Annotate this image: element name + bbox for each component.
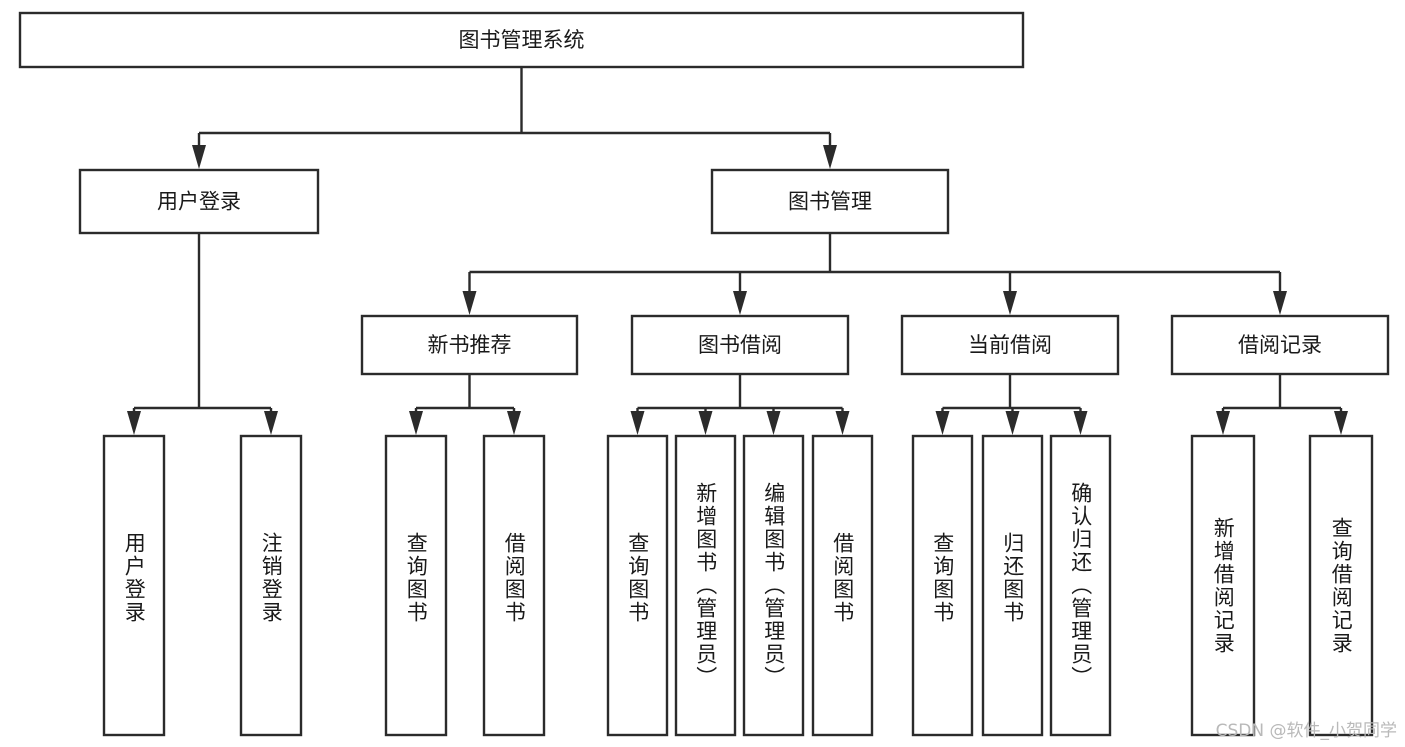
node-box-current-borrow[interactable] — [900, 314, 1120, 376]
node-box-borrow-record[interactable] — [1170, 314, 1390, 376]
node-label-new-book-rec: 新书推荐 — [428, 333, 512, 357]
arrow-head — [766, 411, 781, 435]
connector-layer — [127, 67, 1348, 435]
arrow-head — [733, 291, 747, 315]
arrow-head — [1273, 291, 1287, 315]
arrow-head — [264, 411, 278, 435]
arrow-head — [127, 411, 141, 435]
node-label-book-manage: 图书管理 — [788, 190, 872, 214]
node-box-leaf-confirm-return[interactable] — [1049, 434, 1112, 737]
arrow-head — [835, 411, 850, 435]
node-label-user-login: 用户登录 — [157, 190, 241, 214]
arrow-head — [1073, 411, 1088, 435]
arrow-head — [192, 145, 206, 169]
arrow-head — [1005, 411, 1020, 435]
node-box-leaf-edit-book[interactable] — [742, 434, 805, 737]
node-box-root[interactable] — [18, 11, 1025, 69]
node-label-root: 图书管理系统 — [459, 28, 585, 52]
node-box-book-manage[interactable] — [710, 168, 950, 235]
arrow-head — [1334, 411, 1348, 435]
node-box-leaf-add-record[interactable] — [1190, 434, 1256, 737]
node-box-book-borrow[interactable] — [630, 314, 850, 376]
arrow-head — [698, 411, 713, 435]
node-box-user-login[interactable] — [78, 168, 320, 235]
arrow-head — [1216, 411, 1230, 435]
node-box-leaf-logout-login[interactable] — [239, 434, 303, 737]
node-label-current-borrow: 当前借阅 — [968, 333, 1052, 357]
node-box-leaf-user-login[interactable] — [102, 434, 166, 737]
node-box-leaf-return-book[interactable] — [981, 434, 1044, 737]
node-box-leaf-borrow-book-2[interactable] — [811, 434, 874, 737]
node-label-book-borrow: 图书借阅 — [698, 333, 782, 357]
node-box-leaf-query-record[interactable] — [1308, 434, 1374, 737]
node-box-leaf-query-book-3[interactable] — [911, 434, 974, 737]
node-box-new-book-rec[interactable] — [360, 314, 579, 376]
csdn-watermark: CSDN @软件_小贺同学 — [1215, 721, 1397, 741]
node-box-leaf-query-book-2[interactable] — [606, 434, 669, 737]
node-label-borrow-record: 借阅记录 — [1238, 333, 1322, 357]
arrow-head — [630, 411, 645, 435]
node-box-leaf-borrow-book-1[interactable] — [482, 434, 546, 737]
arrow-head — [507, 411, 521, 435]
arrow-head — [935, 411, 950, 435]
node-box-leaf-query-book-1[interactable] — [384, 434, 448, 737]
arrow-head — [409, 411, 423, 435]
node-box-layer — [18, 11, 1390, 737]
node-box-leaf-add-book[interactable] — [674, 434, 737, 737]
arrow-head — [462, 291, 477, 315]
arrow-head — [823, 145, 837, 169]
arrow-head — [1003, 291, 1017, 315]
